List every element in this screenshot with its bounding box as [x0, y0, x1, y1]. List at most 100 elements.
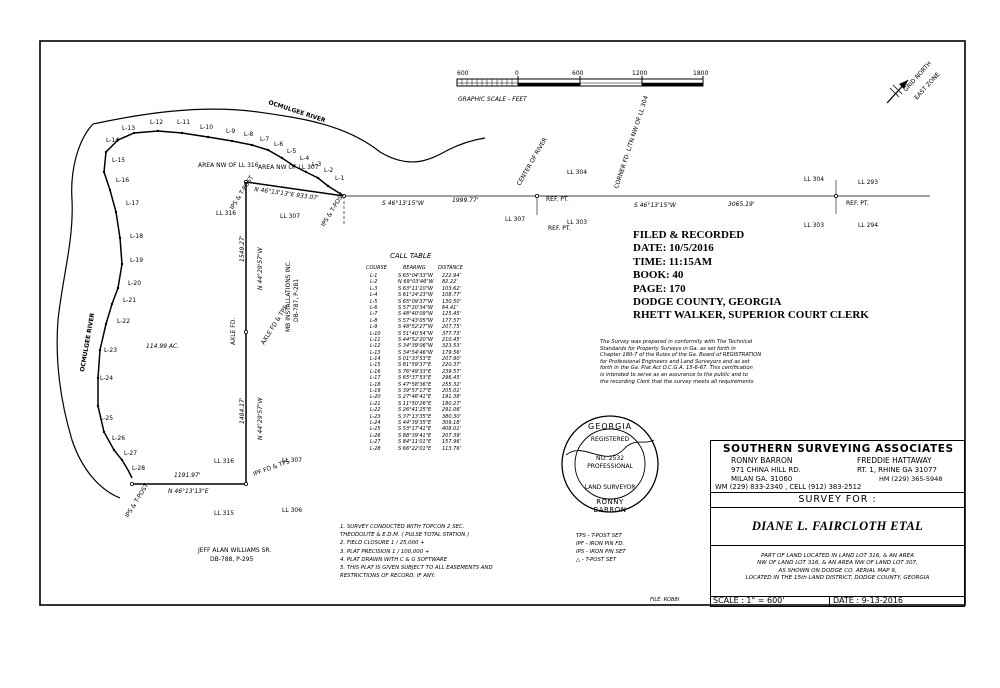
- call-bearing: S 37°13'35"E: [398, 413, 432, 420]
- graphic-scale: 600 0 600 1200 1800 GRAPHIC SCALE - FEET: [456, 70, 708, 103]
- company-name: SOUTHERN SURVEYING ASSOCIATES: [723, 443, 954, 455]
- call-table-header: DISTANCE: [438, 265, 463, 271]
- call-bearing: S 61°24'23"W: [398, 292, 433, 299]
- call-bearing: S 48°40'09"W: [398, 311, 433, 318]
- call-distance: 207.90': [442, 356, 461, 363]
- surveyor-right-address: RT. 1, RHINE GA 31077: [857, 466, 937, 474]
- call-bearing: N 69°03'46"W: [398, 279, 434, 286]
- course-label: L-8: [244, 131, 253, 138]
- call-bearing: S 76°49'33"E: [398, 368, 432, 375]
- call-distance: 130.50': [442, 298, 461, 305]
- course-label: L-27: [124, 450, 137, 457]
- course-label: L-19: [130, 257, 143, 264]
- monument-label: AXLE FD.: [230, 318, 237, 345]
- call-bearing: S 34°39'06"W: [398, 343, 433, 350]
- call-bearing: S 44°52'20"W: [398, 336, 433, 343]
- scale-caption: GRAPHIC SCALE - FEET: [458, 96, 528, 103]
- land-lot-label: LL 315: [214, 510, 234, 517]
- course-label: L-14: [106, 137, 119, 144]
- legend-item: TPS - T-POST SET: [576, 533, 622, 539]
- call-distance: 296.45': [442, 375, 461, 382]
- call-bearing: S 88°39'41"E: [398, 432, 432, 439]
- reference-point-label: REF. PT.: [846, 200, 869, 207]
- call-course: L-22: [370, 407, 381, 414]
- call-distance: 103.62': [442, 285, 461, 292]
- course-labels: L-1 L-2 L-3 L-4 L-5 L-6 L-7 L-8 L-9 L-10…: [100, 119, 344, 472]
- call-distance: 323.53': [442, 343, 461, 350]
- call-course: L-20: [370, 394, 381, 401]
- call-course: L-5: [370, 298, 378, 305]
- call-distance: 64.41': [442, 304, 458, 311]
- recording-date: DATE: 10/5/2016: [633, 242, 714, 255]
- call-bearing: S 39°57'17"E: [398, 388, 432, 395]
- course-label: L-7: [260, 136, 269, 143]
- recording-book: BOOK: 40: [633, 269, 684, 282]
- call-course: L-19: [370, 388, 381, 395]
- monument-label: IPS & T-POST: [229, 174, 256, 211]
- description-line: NW OF LAND LOT 316, & AN AREA NW OF LAND…: [757, 560, 918, 567]
- call-distance: 108.77': [442, 292, 461, 299]
- call-table-header: COURSE: [366, 265, 387, 271]
- call-distance: 82.22': [442, 279, 458, 286]
- call-bearing: S 63°11'10"W: [398, 285, 433, 292]
- course-label: L-9: [226, 128, 235, 135]
- phone-numbers: WM (229) 833-2340 , CELL (912) 383-2512: [715, 483, 862, 491]
- call-distance: 205.01': [442, 388, 461, 395]
- call-bearing: S 65°37'53"E: [398, 375, 432, 382]
- call-course: L-15: [370, 362, 381, 369]
- course-label: L-17: [126, 200, 139, 207]
- certification-statement: The Survey was prepared in conformity wi…: [600, 339, 761, 385]
- call-bearing: S 81°59'37"E: [398, 362, 432, 369]
- call-distance: 207.39': [442, 432, 461, 439]
- boundary-north-line: [245, 181, 345, 197]
- call-distance: 210.45': [442, 336, 461, 343]
- survey-for-label: SURVEY FOR :: [798, 494, 877, 505]
- adjoiner-east-name: MB INSTALLATIONS INC.: [285, 260, 292, 332]
- call-distance: 125.45': [442, 311, 461, 318]
- bearing-mid: S 46°13'15"W: [382, 200, 425, 207]
- surveyor-signature: [565, 439, 655, 457]
- call-distance: 408.01': [442, 426, 461, 433]
- land-lot-label: LL 294: [858, 222, 878, 229]
- call-course: L-26: [370, 432, 381, 439]
- call-course: L-10: [370, 330, 381, 337]
- note-line: THEODOLITE & E.D.M. ( PULSE TOTAL STATIO…: [340, 532, 470, 539]
- call-course: L-4: [370, 292, 378, 299]
- note-line: RESTRICTIONS OF RECORD, IF ANY.: [340, 573, 436, 580]
- course-label: L-10: [200, 124, 213, 131]
- land-lot-label: LL 293: [858, 179, 878, 186]
- land-lot-label: LL 303: [804, 222, 824, 229]
- call-bearing: S 01°33'53"E: [398, 356, 432, 363]
- surveyor-right-name: FREDDIE HATTAWAY: [857, 456, 932, 465]
- recording-page: PAGE: 170: [633, 282, 686, 295]
- certification-line: for Professional Engineers and Land Surv…: [600, 358, 750, 365]
- course-label: L-2: [324, 167, 333, 174]
- reference-point-label: REF. PT.: [546, 196, 569, 203]
- seal-professional: PROFESSIONAL: [587, 463, 633, 470]
- course-label: L-25: [100, 415, 113, 422]
- call-course: L-27: [370, 439, 381, 446]
- call-course: L-17: [370, 375, 381, 382]
- acreage-label: 114.99 AC.: [146, 343, 179, 350]
- call-bearing: S 11°50'26"E: [398, 400, 432, 407]
- river-name-top: OCMULGEE RIVER: [267, 99, 326, 124]
- recording-stamp: FILED & RECORDED DATE: 10/5/2016 TIME: 1…: [633, 229, 869, 323]
- bearing-upper-vert: N 44°29'57"W: [257, 246, 264, 290]
- seal-registered: REGISTERED: [590, 436, 630, 443]
- scale-tick-label: 1800: [693, 70, 708, 77]
- surveyor-left-name: RONNY BARRON: [731, 456, 793, 465]
- surveyor-left-address: 971 CHINA HILL RD.: [731, 466, 801, 474]
- legend-item: IPS - IRON PIN SET: [576, 549, 626, 555]
- bearing-lower-vert: N 44°29'57"W: [257, 396, 264, 440]
- call-course: L-28: [370, 445, 381, 452]
- land-lot-label: LL 307: [282, 457, 302, 464]
- note-line: 5. THIS PLAT IS GIVEN SUBJECT TO ALL EAS…: [340, 565, 493, 572]
- course-label: L-6: [274, 141, 283, 148]
- scale-value: SCALE : 1" = 600': [713, 596, 785, 605]
- client-name: DIANE L. FAIRCLOTH ETAL: [751, 519, 924, 533]
- call-distance: 113.76': [442, 445, 461, 452]
- distance-mid: 1999.77': [452, 197, 479, 204]
- adjoiner-south-deed: DB-788, P-295: [210, 556, 253, 563]
- call-course: L-14: [370, 356, 381, 363]
- recording-filed: FILED & RECORDED: [633, 229, 745, 241]
